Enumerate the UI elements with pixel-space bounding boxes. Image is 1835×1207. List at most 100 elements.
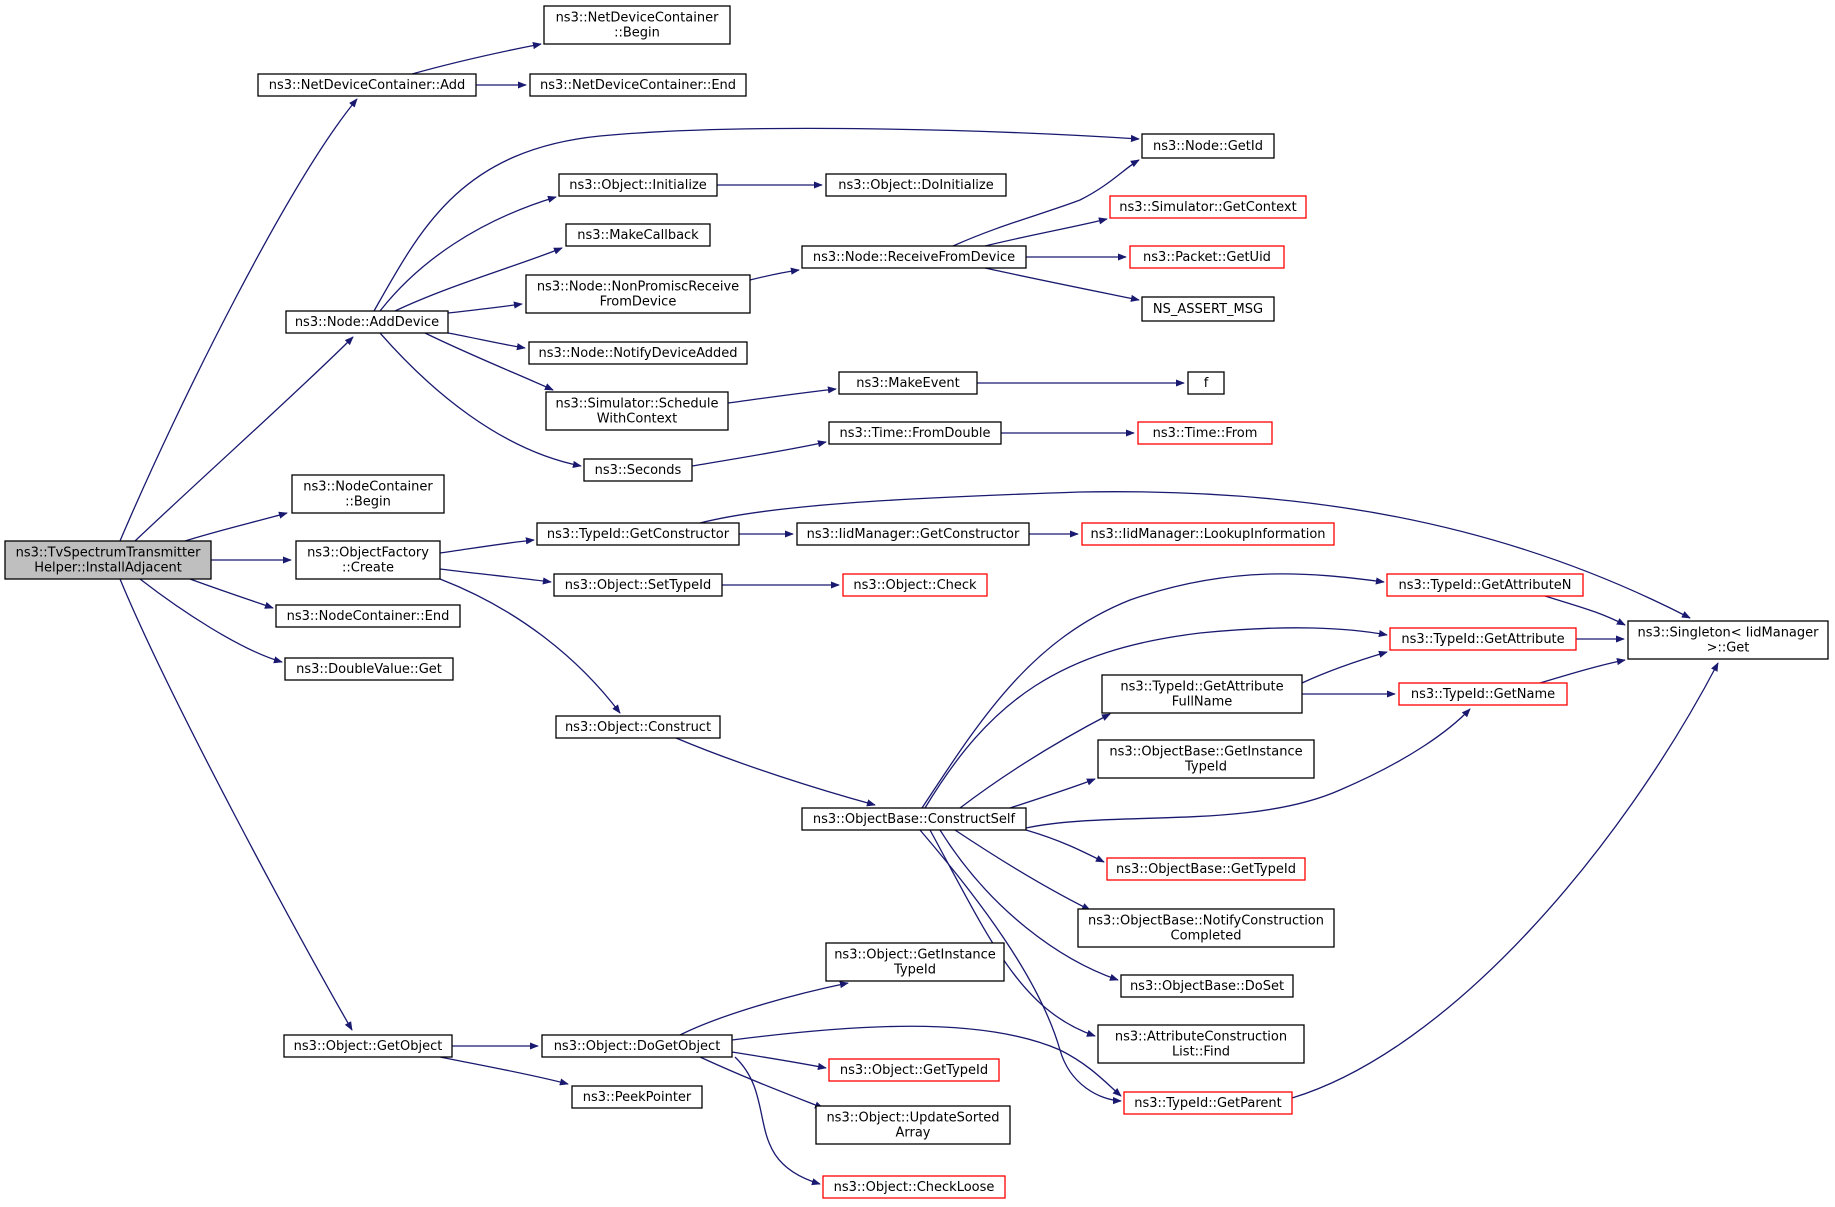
node-label: ns3::DoubleValue::Get [296, 662, 442, 677]
node-label: ns3::NetDeviceContainer [556, 11, 720, 26]
edge-objbase_constructself-to-typeid_getparent [919, 829, 1122, 1105]
node-box [822, 1175, 1006, 1199]
node-doublevalue-get[interactable]: ns3::DoubleValue::Get [284, 657, 454, 681]
node-label: ns3::TypeId::GetAttribute [1120, 680, 1283, 695]
node-node-adddevice[interactable]: ns3::Node::AddDevice [285, 310, 449, 334]
node-label: ns3::NetDeviceContainer::End [540, 78, 736, 93]
node-node-receive[interactable]: ns3::Node::ReceiveFromDevice [801, 245, 1027, 269]
node-packet-getuid[interactable]: ns3::Packet::GetUid [1129, 245, 1285, 269]
node-box [1123, 1091, 1293, 1115]
node-typeid-getname[interactable]: ns3::TypeId::GetName [1398, 682, 1568, 706]
edge-node_nonpromisc-to-node_receive [749, 267, 800, 281]
node-label: ns3::PeekPointer [583, 1090, 692, 1105]
node-box [541, 1034, 733, 1058]
node-obj-construct[interactable]: ns3::Object::Construct [555, 715, 721, 739]
node-box [543, 5, 731, 45]
node-typeid-getparent[interactable]: ns3::TypeId::GetParent [1123, 1091, 1293, 1115]
node-objbase-gettypeid[interactable]: ns3::ObjectBase::GetTypeId [1106, 857, 1306, 881]
node-singleton-get[interactable]: ns3::Singleton< IidManager >::Get [1627, 620, 1829, 660]
node-label: FullName [1172, 695, 1233, 710]
node-label: ns3::Object::Initialize [569, 178, 707, 193]
edge-typeid_getattributen-to-singleton_get [1544, 595, 1626, 626]
node-time-fromdouble[interactable]: ns3::Time::FromDouble [828, 421, 1002, 445]
node-typeid-getconstructor[interactable]: ns3::TypeId::GetConstructor [536, 522, 740, 546]
node-label: Array [895, 1126, 930, 1141]
node-obj-getobject[interactable]: ns3::Object::GetObject [283, 1034, 453, 1058]
edge-typeid_getattrfullname-to-typeid_getattribute [1301, 650, 1388, 684]
node-objbase-doset[interactable]: ns3::ObjectBase::DoSet [1120, 974, 1294, 998]
node-label: ns3::ObjectFactory [307, 546, 429, 561]
node-nc-begin[interactable]: ns3::NodeContainer::Begin [291, 474, 445, 514]
node-makecallback[interactable]: ns3::MakeCallback [565, 223, 711, 247]
node-nc-end[interactable]: ns3::NodeContainer::End [275, 604, 461, 628]
edge-node_adddevice-to-sim_schedule [424, 332, 554, 391]
edge-seconds-to-time_fromdouble [691, 440, 827, 467]
node-label: TypeId [1184, 760, 1227, 775]
node-iid-getconstructor[interactable]: ns3::IidManager::GetConstructor [796, 522, 1030, 546]
node-seconds[interactable]: ns3::Seconds [583, 458, 693, 482]
node-box [284, 657, 454, 681]
node-box [529, 73, 747, 97]
node-label: ns3::TypeId::GetConstructor [547, 527, 730, 542]
node-label: ns3::Object::DoGetObject [554, 1039, 721, 1054]
node-ndc-begin[interactable]: ns3::NetDeviceContainer::Begin [543, 5, 731, 45]
node-f[interactable]: f [1187, 371, 1225, 395]
node-obj-checkloose[interactable]: ns3::Object::CheckLoose [822, 1175, 1006, 1199]
node-obj-initialize[interactable]: ns3::Object::Initialize [558, 173, 718, 197]
node-obj-check[interactable]: ns3::Object::Check [842, 573, 988, 597]
edge-node_adddevice-to-node_getid [373, 127, 1140, 312]
node-makeevent[interactable]: ns3::MakeEvent [838, 371, 978, 395]
node-box [1081, 522, 1335, 546]
node-node-getid[interactable]: ns3::Node::GetId [1141, 133, 1275, 159]
node-peekpointer[interactable]: ns3::PeekPointer [571, 1085, 703, 1109]
node-label: ns3::Object::GetInstance [834, 948, 996, 963]
node-obj-dogetobject[interactable]: ns3::Object::DoGetObject [541, 1034, 733, 1058]
edge-obj_dogetobject-to-obj_gettypeid [731, 1051, 827, 1071]
node-box [796, 522, 1030, 546]
node-sim-getcontext[interactable]: ns3::Simulator::GetContext [1109, 195, 1307, 219]
node-label: ns3::IidManager::LookupInformation [1090, 527, 1325, 542]
edge-objbase_constructself-to-objbase_gettypeid [1025, 829, 1105, 863]
node-box [553, 573, 723, 597]
node-typeid-getattributen[interactable]: ns3::TypeId::GetAttributeN [1386, 573, 1584, 597]
edge-node_adddevice-to-seconds [379, 332, 582, 468]
node-box [525, 274, 751, 314]
node-obj-gettypeid[interactable]: ns3::Object::GetTypeId [828, 1058, 1000, 1082]
node-obj-doinitialize[interactable]: ns3::Object::DoInitialize [825, 173, 1007, 197]
node-label: ns3::ObjectBase::NotifyConstruction [1088, 914, 1324, 929]
node-ndc-end[interactable]: ns3::NetDeviceContainer::End [529, 73, 747, 97]
node-label: ns3::Node::GetId [1153, 139, 1263, 154]
node-box [275, 604, 461, 628]
node-ns-assert[interactable]: NS_ASSERT_MSG [1141, 296, 1275, 322]
node-root: ns3::TvSpectrumTransmitterHelper::Instal… [4, 540, 212, 580]
node-label: NS_ASSERT_MSG [1153, 302, 1263, 317]
node-label: f [1204, 376, 1209, 391]
node-typeid-getattribute[interactable]: ns3::TypeId::GetAttribute [1389, 627, 1577, 651]
node-label: ns3::Object::SetTypeId [565, 578, 711, 593]
node-label: ns3::NodeContainer [303, 480, 433, 495]
node-label: >::Get [1707, 641, 1750, 656]
node-label: ns3::Node::NotifyDeviceAdded [538, 346, 737, 361]
node-box [257, 73, 477, 97]
node-node-notify[interactable]: ns3::Node::NotifyDeviceAdded [528, 341, 748, 365]
node-objbase-constructself[interactable]: ns3::ObjectBase::ConstructSelf [801, 807, 1027, 831]
edge-objbase_constructself-to-typeid_getname [1025, 708, 1471, 829]
node-box [838, 371, 978, 395]
node-box [1101, 674, 1303, 714]
node-label: WithContext [597, 412, 677, 427]
node-box [801, 245, 1027, 269]
node-objbase-notify[interactable]: ns3::ObjectBase::NotifyConstructionCompl… [1077, 908, 1335, 948]
node-time-from[interactable]: ns3::Time::From [1137, 421, 1273, 445]
node-obj-settypeid[interactable]: ns3::Object::SetTypeId [553, 573, 723, 597]
node-objfactory-create[interactable]: ns3::ObjectFactory::Create [295, 540, 441, 580]
node-ndc-add[interactable]: ns3::NetDeviceContainer::Add [257, 73, 477, 97]
node-iid-lookup[interactable]: ns3::IidManager::LookupInformation [1081, 522, 1335, 546]
